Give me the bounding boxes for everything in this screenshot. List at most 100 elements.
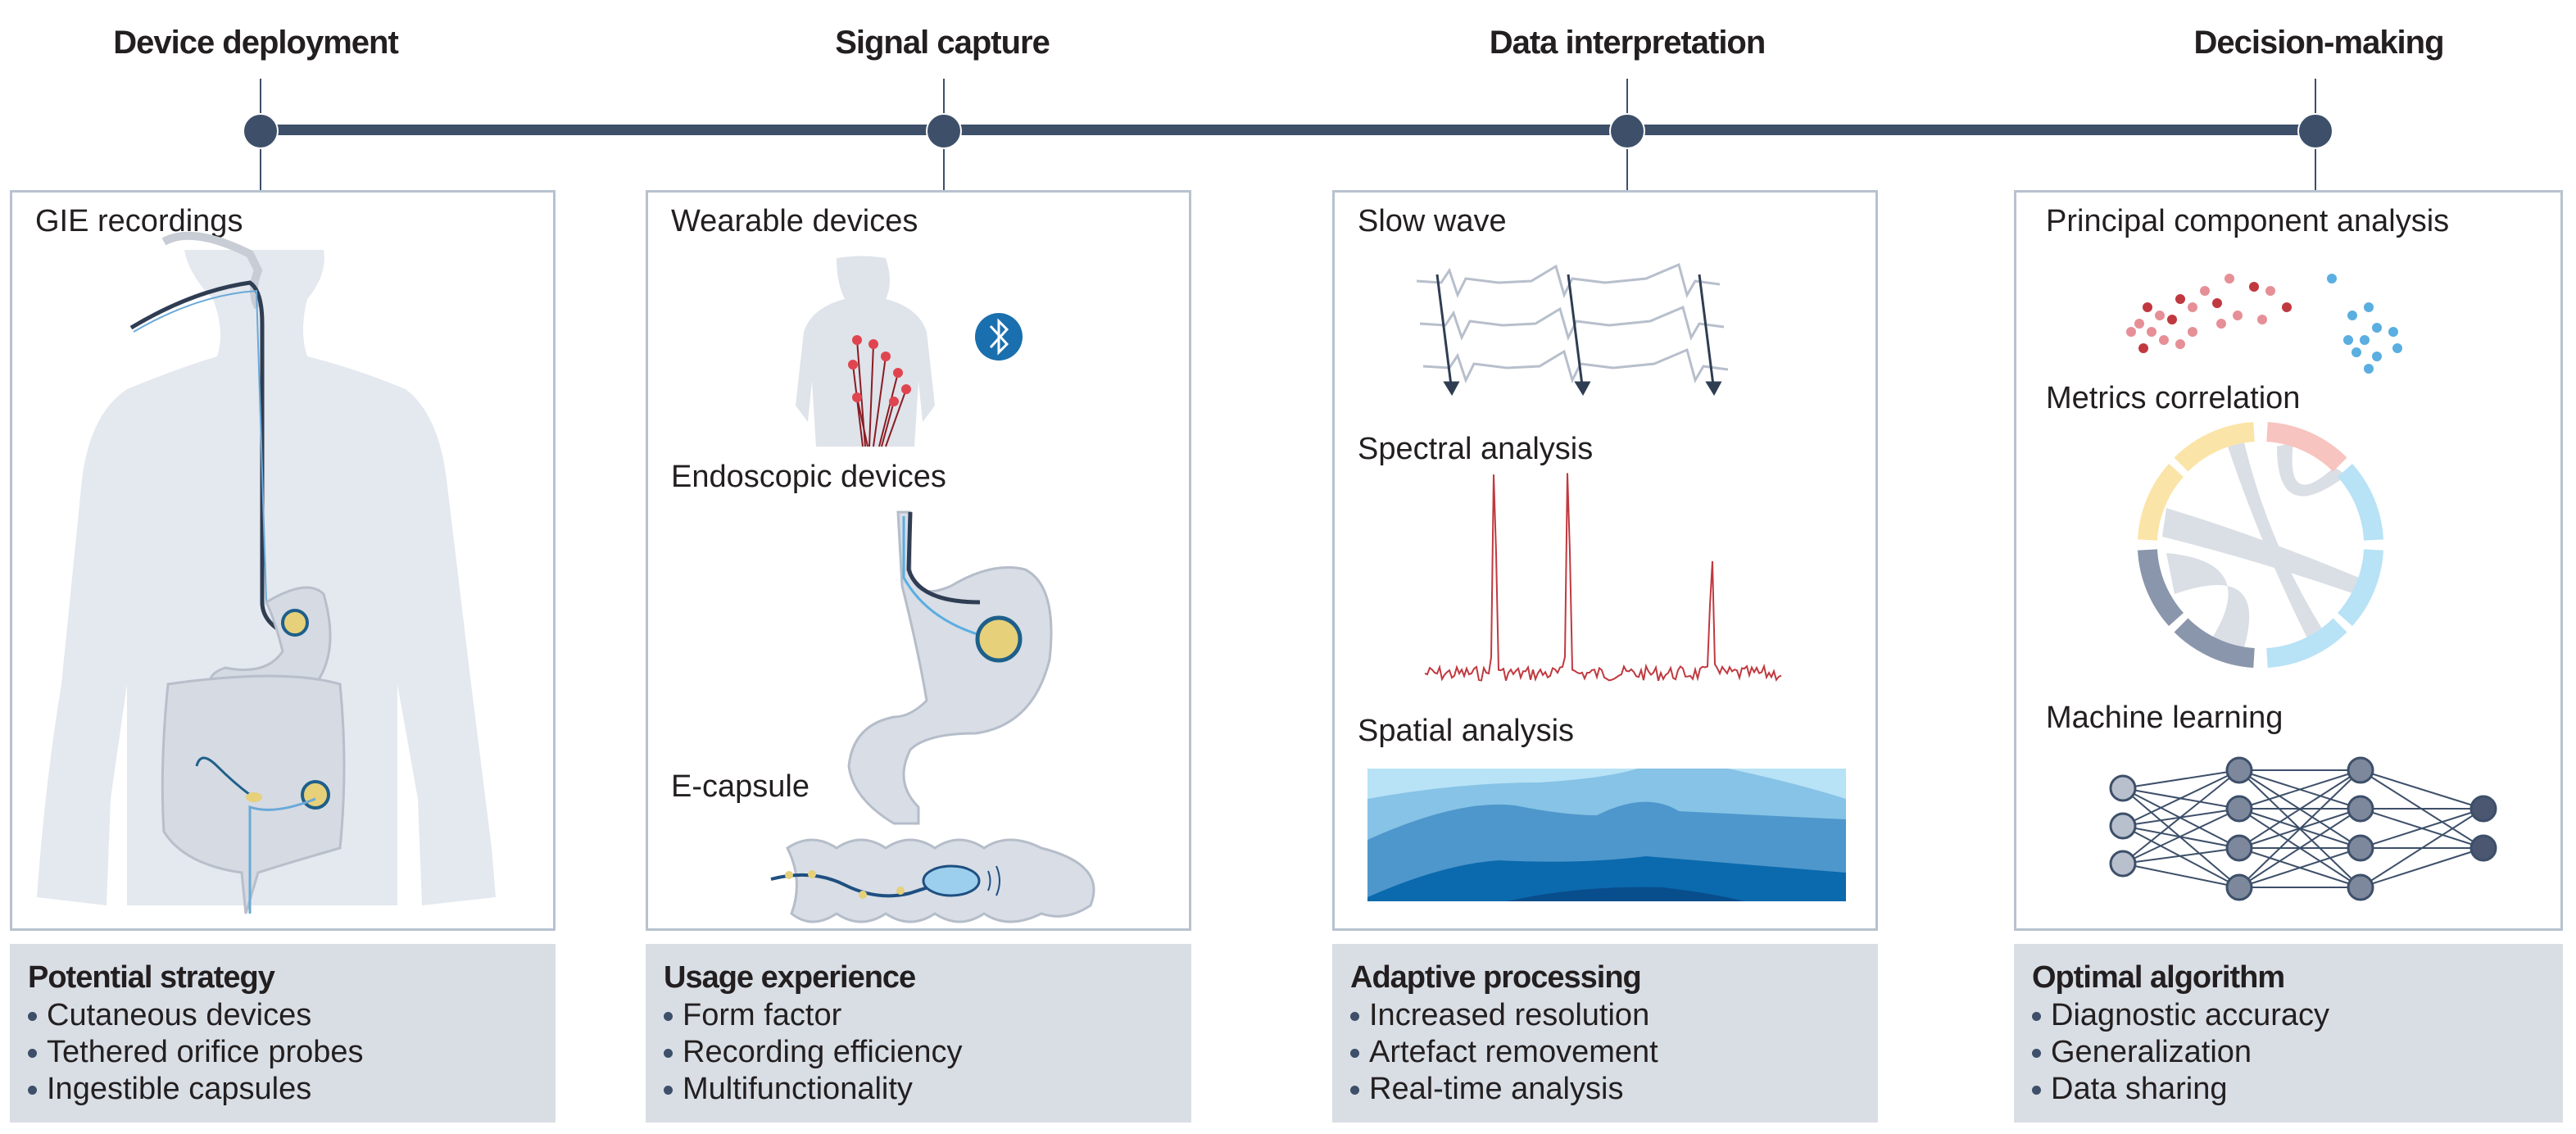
nn-connection (2122, 808, 2240, 864)
nn-node (2347, 795, 2374, 823)
pca-point-red (2143, 302, 2152, 312)
pca-point-red (2147, 327, 2156, 337)
ingestible-capsule (246, 792, 262, 802)
wireless-signal-icon (987, 865, 1000, 896)
throat-shape (161, 231, 263, 310)
panel-data-interpretation: Slow wave Spectral analysis Spatial anal… (1332, 190, 1878, 931)
pca-point-red (2200, 286, 2210, 296)
nn-node (2225, 795, 2253, 823)
endoscope-wire (902, 516, 981, 637)
chord-ribbons (2162, 442, 2359, 647)
pca-point-blue (2343, 335, 2353, 345)
panel-label-spatial-analysis: Spatial analysis (1358, 714, 1575, 748)
pca-point-red (2265, 286, 2275, 296)
panel-label-pca: Principal component analysis (2046, 204, 2450, 238)
pca-point-blue (2388, 327, 2398, 337)
pca-point-blue (2372, 323, 2382, 333)
pca-scatter (2126, 274, 2402, 374)
slow-wave-traces (1416, 262, 1729, 384)
nn-node (2225, 834, 2253, 862)
nn-connection (2122, 847, 2240, 864)
nn-connection (2238, 769, 2361, 888)
nn-node (2469, 795, 2497, 823)
pca-point-red (2233, 311, 2243, 320)
pca-point-blue (2364, 364, 2374, 374)
summary-potential-strategy: Potential strategy Cutaneous devices Tet… (10, 944, 556, 1123)
summary-optimal-algorithm: Optimal algorithm Diagnostic accuracy Ge… (2014, 944, 2563, 1123)
timeline-node (2297, 113, 2333, 149)
nn-node (2109, 774, 2137, 802)
summary-item: Real-time analysis (1350, 1071, 1860, 1108)
probe-wire (133, 289, 267, 603)
summary-usage-experience: Usage experience Form factor Recording e… (646, 944, 1191, 1123)
nn-connection (2122, 863, 2240, 888)
chord-diagram (2138, 422, 2383, 668)
bluetooth-glyph (989, 318, 1009, 356)
nn-connection (2238, 808, 2361, 888)
summary-item: Form factor (664, 997, 1173, 1034)
panel-decision-making: Principal component analysis Metrics cor… (2014, 190, 2563, 931)
summary-heading: Usage experience (664, 960, 916, 995)
pca-point-red (2257, 315, 2267, 324)
stage-title-data-interpretation: Data interpretation (1489, 25, 1766, 61)
nn-connection (2360, 847, 2484, 888)
summary-item: Artefact removement (1350, 1034, 1860, 1071)
signal-capture-illustrations (770, 256, 1095, 923)
pca-point-red (2134, 319, 2144, 329)
pca-point-blue (2360, 335, 2370, 345)
nn-connection (2122, 769, 2240, 827)
pca-point-red (2126, 327, 2136, 337)
nn-node (2225, 756, 2253, 784)
nn-node (2109, 812, 2137, 840)
pca-point-blue (2364, 302, 2374, 312)
wearable-body-silhouette (796, 256, 935, 447)
panel-label-endoscopic-devices: Endoscopic devices (671, 460, 946, 494)
pca-point-red (2188, 327, 2197, 337)
summary-item: Recording efficiency (664, 1034, 1173, 1071)
contour-band-4 (1367, 856, 1846, 901)
pca-point-blue (2327, 274, 2337, 284)
decision-making-illustrations (2109, 274, 2497, 901)
summary-adaptive-processing: Adaptive processing Increased resolution… (1332, 944, 1878, 1123)
stage-title-decision-making: Decision-making (2193, 25, 2444, 61)
data-interpretation-illustrations (1367, 262, 1846, 901)
panel-label-metrics-correlation: Metrics correlation (2046, 381, 2301, 415)
endoscope-tube (906, 511, 981, 605)
propagation-arrows (1435, 274, 1722, 397)
panel-signal-capture: Wearable devices Endoscopic devices E-ca… (646, 190, 1191, 931)
spatial-heatmap (1367, 769, 1846, 901)
summary-item: Increased resolution (1350, 997, 1860, 1034)
pca-point-red (2188, 302, 2197, 312)
summary-heading: Adaptive processing (1350, 960, 1642, 995)
endoscopic-sensor-array (975, 615, 1023, 663)
nn-connection (2238, 769, 2361, 810)
colonic-probe-wire (248, 797, 316, 914)
summary-item: Tethered orifice probes (28, 1034, 537, 1071)
panel-label-gie-recordings: GIE recordings (35, 204, 243, 238)
summary-item: Generalization (2032, 1034, 2545, 1071)
pca-point-blue (2372, 352, 2382, 361)
stomach-shape (847, 510, 1053, 825)
stage-title-device-deployment: Device deployment (113, 25, 399, 61)
nn-connection (2122, 769, 2240, 789)
summary-item: Ingestible capsules (28, 1071, 537, 1108)
panel-label-machine-learning: Machine learning (2046, 701, 2283, 735)
nn-connection (2238, 847, 2361, 888)
nn-node (2347, 834, 2374, 862)
timeline-bar (259, 125, 2315, 135)
gastric-sensor-array (281, 609, 309, 637)
nn-node (2347, 756, 2374, 784)
nn-node (2347, 873, 2374, 901)
stage-title-signal-capture: Signal capture (835, 25, 1050, 61)
electrode-wires (852, 339, 907, 447)
pca-point-red (2225, 274, 2234, 284)
pca-point-blue (2352, 347, 2361, 357)
pca-point-red (2159, 335, 2169, 345)
pca-point-red (2155, 311, 2165, 320)
panel-label-wearable-devices: Wearable devices (671, 204, 918, 238)
nn-node (2109, 850, 2137, 878)
pca-point-red (2282, 302, 2292, 312)
timeline-node (1609, 113, 1645, 149)
panel-label-e-capsule: E-capsule (671, 769, 810, 804)
summary-item: Data sharing (2032, 1071, 2545, 1108)
